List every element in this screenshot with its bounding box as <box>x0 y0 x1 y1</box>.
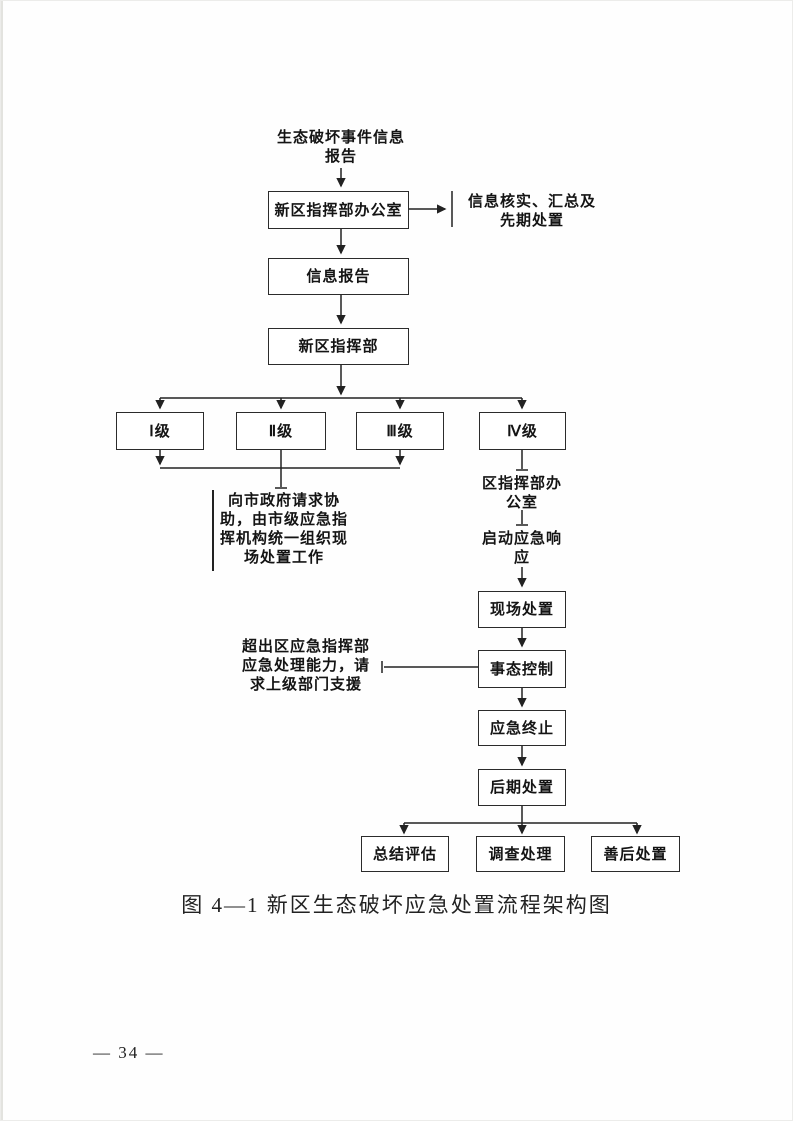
start-response-label: 启动应急响 应 <box>481 530 562 566</box>
level-2-box: Ⅱ级 <box>236 412 326 450</box>
info-report-box: 信息报告 <box>268 258 409 295</box>
city-assist-note: 向市政府请求协 助，由市级应急指 挥机构统一组织现 场处置工作 <box>219 492 348 566</box>
level-3-box: Ⅲ级 <box>356 412 444 450</box>
page-number: — 34 — <box>93 1043 165 1062</box>
onsite-disposal-box: 现场处置 <box>478 591 566 628</box>
situation-control-box: 事态控制 <box>478 650 566 688</box>
district-office-label: 区指挥部办 公室 <box>481 475 562 511</box>
hq-box: 新区指挥部 <box>268 328 409 365</box>
verify-note-label: 信息核实、汇总及 先期处置 <box>467 193 596 229</box>
exceed-capacity-note: 超出区应急指挥部 应急处理能力，请 求上级部门支援 <box>241 638 370 693</box>
figure-caption: 图 4—1 新区生态破坏应急处置流程架构图 <box>181 893 612 917</box>
summary-eval-box: 总结评估 <box>361 836 449 872</box>
emergency-end-box: 应急终止 <box>478 710 566 746</box>
incident-info-label: 生态破坏事件信息 报告 <box>276 129 405 165</box>
level-1-box: Ⅰ级 <box>116 412 204 450</box>
investigation-box: 调查处理 <box>476 836 565 872</box>
post-disposal-box: 后期处置 <box>478 769 566 806</box>
level-4-box: Ⅳ级 <box>479 412 566 450</box>
aftermath-box: 善后处置 <box>591 836 680 872</box>
hq-office-box: 新区指挥部办公室 <box>268 191 409 229</box>
